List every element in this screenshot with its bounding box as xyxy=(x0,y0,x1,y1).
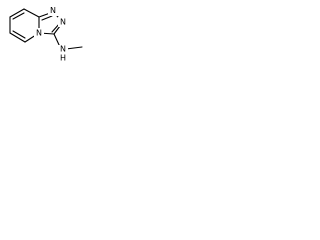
bond-pyr-double-2 xyxy=(12,12,25,20)
molecule-drawing: N N N N H xyxy=(9,6,83,63)
bond-nh-ch3 xyxy=(65,46,83,50)
chemical-structure: N N N N H xyxy=(0,0,97,66)
atom-label-h-amine: H xyxy=(60,54,66,63)
bond-pyr-4 xyxy=(9,32,26,43)
atom-label-n-top: N xyxy=(50,6,56,15)
bond-pyr-1 xyxy=(23,8,40,18)
atom-label-n-bridgehead: N xyxy=(36,29,42,38)
atom-label-n-amine: N xyxy=(60,45,66,54)
bond-pyr-double-1 xyxy=(12,30,26,39)
bond-tri-double-1 xyxy=(41,15,53,21)
bond-c-nh xyxy=(53,33,61,48)
atom-label-n-right: N xyxy=(60,18,66,27)
bond-pyr-6 xyxy=(9,8,25,18)
